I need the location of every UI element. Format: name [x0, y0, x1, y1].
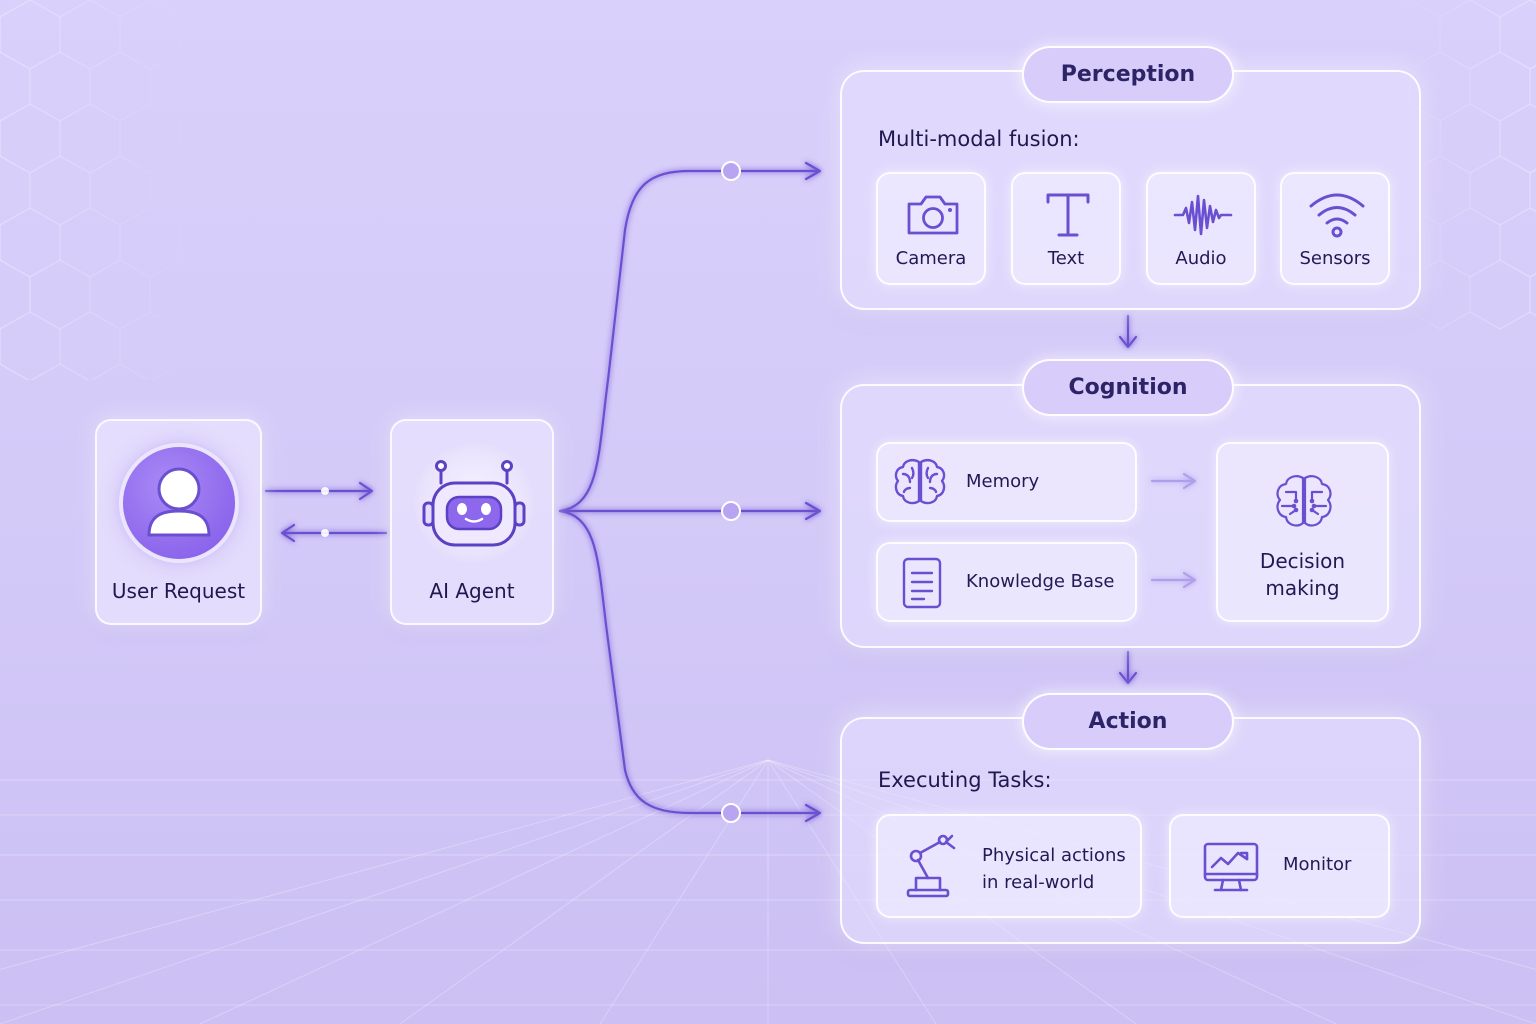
physical-actions-line-2: in real-world — [982, 872, 1095, 893]
cognition-to-action-arrow — [1118, 650, 1138, 685]
camera-tile[interactable]: Camera — [876, 172, 986, 285]
sensors-tile[interactable]: Sensors — [1280, 172, 1390, 285]
text-label: Text — [1047, 248, 1085, 269]
monitor-chart-icon — [1203, 842, 1259, 892]
decision-making-label: Decision making — [1218, 548, 1387, 602]
user-icon — [147, 467, 211, 537]
physical-actions-tile[interactable]: Physical actions in real-world — [876, 814, 1142, 918]
node-dot — [721, 803, 741, 823]
node-dot — [721, 501, 741, 521]
brain-icon — [894, 459, 946, 505]
user-avatar — [123, 447, 235, 559]
branch-to-cognition — [558, 501, 822, 521]
document-icon — [902, 557, 942, 609]
wifi-sensor-icon — [1309, 193, 1365, 238]
robot-arm-icon — [906, 834, 956, 898]
perception-title: Perception — [1022, 46, 1234, 103]
memory-tile[interactable]: Memory — [876, 442, 1137, 522]
camera-label: Camera — [895, 248, 967, 269]
circuit-brain-icon — [1276, 475, 1332, 527]
action-panel: Executing Tasks: Physical actions in rea… — [840, 717, 1421, 944]
response-arrow — [280, 523, 388, 543]
camera-icon — [907, 195, 959, 235]
node-dot — [721, 161, 741, 181]
perception-to-cognition-arrow — [1118, 314, 1138, 349]
cognition-title: Cognition — [1022, 359, 1234, 416]
user-request-card[interactable]: User Request — [95, 419, 262, 625]
text-icon — [1046, 193, 1090, 237]
memory-label: Memory — [966, 471, 1040, 492]
decision-making-tile[interactable]: Decision making — [1216, 442, 1389, 622]
decision-line-2: making — [1265, 576, 1340, 600]
knowledge-base-tile[interactable]: Knowledge Base — [876, 542, 1137, 622]
perception-panel: Multi-modal fusion: Camera Text Audio — [840, 70, 1421, 310]
action-title: Action — [1022, 693, 1234, 750]
ai-agent-label: AI Agent — [429, 579, 515, 603]
audio-tile[interactable]: Audio — [1146, 172, 1256, 285]
action-subtitle: Executing Tasks: — [878, 768, 1052, 792]
text-tile[interactable]: Text — [1011, 172, 1121, 285]
decision-line-1: Decision — [1259, 549, 1346, 573]
monitor-tile[interactable]: Monitor — [1169, 814, 1390, 918]
physical-actions-line-1: Physical actions — [982, 845, 1126, 866]
cognition-panel: Memory Knowledge Base — [840, 384, 1421, 648]
perception-subtitle: Multi-modal fusion: — [878, 127, 1080, 151]
robot-icon — [422, 460, 526, 547]
branch-to-perception — [558, 161, 822, 513]
physical-actions-label: Physical actions in real-world — [982, 842, 1126, 896]
knowledge-base-label: Knowledge Base — [966, 571, 1115, 592]
request-arrow — [264, 481, 374, 501]
sensors-label: Sensors — [1299, 248, 1371, 269]
user-request-label: User Request — [111, 579, 246, 603]
ai-agent-card[interactable]: AI Agent — [390, 419, 554, 625]
branch-to-action — [558, 509, 822, 823]
audio-wave-icon — [1173, 194, 1233, 236]
monitor-label: Monitor — [1283, 854, 1352, 875]
audio-label: Audio — [1175, 248, 1227, 269]
